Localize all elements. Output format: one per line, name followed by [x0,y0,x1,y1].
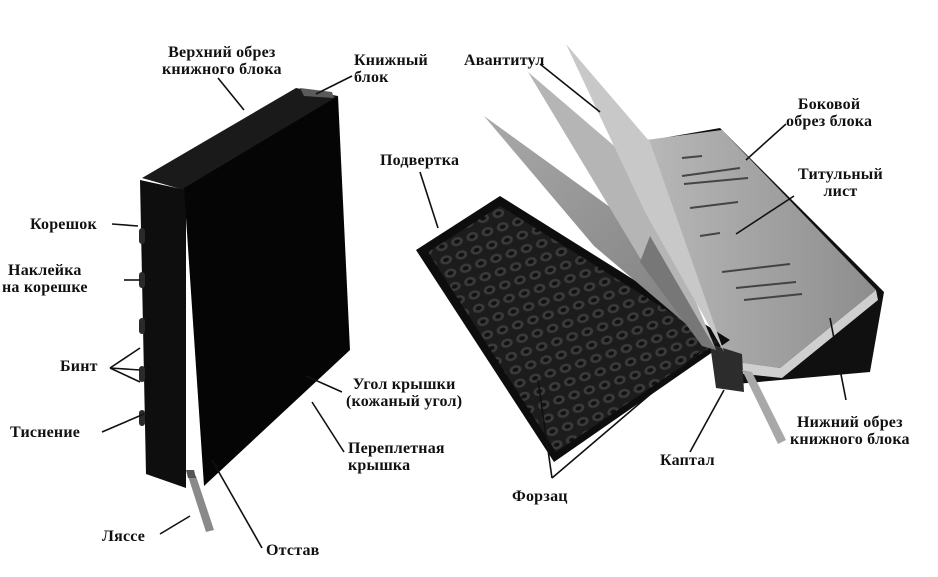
title-page-shape [646,130,876,368]
leaf-back [566,44,724,352]
label-cover-corner: Угол крышки (кожаный угол) [346,376,463,410]
label-joint: Отстав [266,542,320,559]
label-book-block: Книжный блок [354,52,428,86]
closed-book [139,88,350,532]
ribbon-shape [188,476,214,532]
front-cover-shape [184,96,350,486]
label-side-edge: Боковой обрез блока [786,96,873,130]
headband-shape [710,344,744,392]
label-title-page: Титульный лист [798,166,883,200]
label-ribbon: Ляссе [102,528,146,545]
label-bands: Бинт [60,358,98,375]
title-page-print [681,155,803,301]
ribbon-right [742,370,786,444]
label-top-edge: Верхний обрез книжного блока [162,44,282,78]
label-cover: Переплетная крышка [348,440,445,474]
open-book [416,44,884,462]
label-endpaper: Форзац [512,488,568,505]
label-bottom-edge: Нижний обрез книжного блока [790,414,910,448]
label-spine-label: Наклейка на корешке [2,262,88,296]
label-turn-in: Подвертка [380,152,460,169]
leader-lines [101,63,847,549]
label-headband: Каптал [660,452,715,469]
endpaper-pattern [428,206,718,452]
label-spine: Корешок [30,216,97,233]
leaf-front [484,116,712,346]
label-embossing: Тиснение [10,424,81,441]
spine-bands [139,228,145,426]
spine-shape [140,180,186,488]
label-half-title: Авантитул [464,52,545,69]
top-edge-shape [142,88,338,190]
